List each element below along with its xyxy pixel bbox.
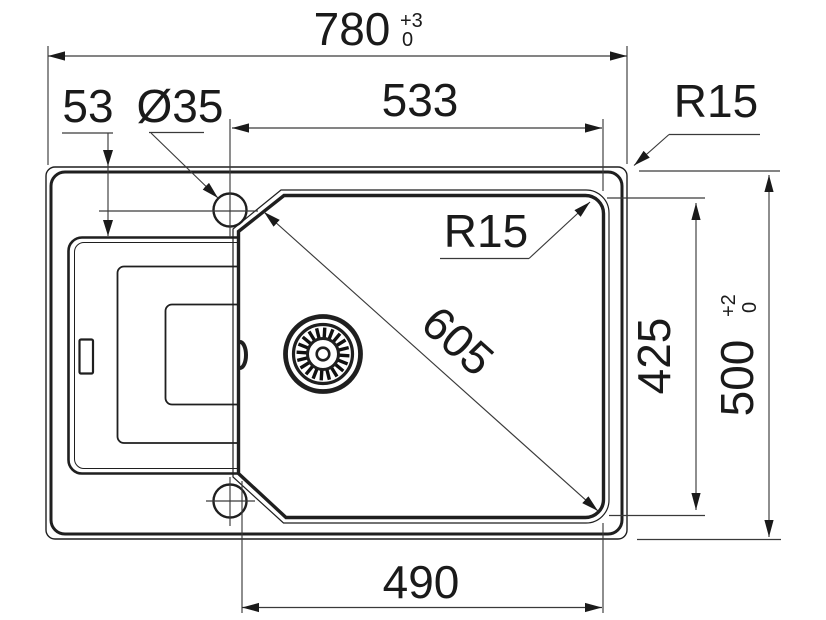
drain-spoke [338, 345, 350, 352]
dim-o35-label: Ø35 [137, 80, 224, 132]
drain-spoke [304, 365, 314, 376]
dim-605-line [263, 211, 599, 512]
dim-overall-width: 780 +3 0 [47, 3, 628, 165]
counter-inner-edge [49, 170, 624, 536]
dim-53-arrow-top [103, 150, 113, 166]
dim-bowl-depth: 425 [607, 197, 705, 517]
counter-outer-edge [45, 166, 628, 540]
dim-500-tol-plus: +2 [718, 294, 740, 317]
drain-spoke [299, 361, 310, 370]
drain-spokes [296, 327, 350, 381]
drainboard [67, 236, 240, 475]
dim-53-arrow-bottom [103, 220, 113, 236]
dim-tap-hole: Ø35 [137, 80, 224, 199]
dim-bowl-radius: R15 [440, 201, 591, 260]
drainboard-outer-edge [67, 236, 240, 475]
counter-outline [45, 166, 628, 540]
dim-r15-bowl-label: R15 [444, 205, 528, 257]
drainboard-slot [78, 338, 95, 375]
bowl-outline [232, 189, 610, 524]
drain-spoke [314, 327, 321, 339]
drainboard-step-middle [116, 265, 240, 444]
dim-780-tol-minus: 0 [402, 29, 413, 51]
bowl-outer-rim [232, 189, 610, 524]
drain-spoke [339, 353, 350, 358]
dim-53-label: 53 [62, 80, 113, 132]
dim-bowl-width: 533 [229, 74, 604, 237]
drain-spoke [336, 338, 347, 347]
drain-spoke [311, 368, 319, 380]
drain-spoke [332, 332, 342, 343]
dim-o35-leader-arrow [150, 132, 219, 199]
dim-780-tol-plus: +3 [400, 10, 423, 32]
drain-spoke [319, 370, 324, 381]
dim-500-label: 500 [711, 340, 763, 417]
dim-533-label: 533 [382, 74, 459, 126]
drain-spoke [307, 330, 316, 341]
bowl-rim-detail [239, 340, 248, 370]
tap-hole-top [99, 192, 258, 228]
drain-spoke [301, 335, 312, 345]
dim-r15-outer-leader-arrow [633, 134, 670, 166]
drain-spoke [296, 356, 308, 363]
dim-500-tol-minus: 0 [739, 302, 761, 313]
dim-outer-radius: R15 [633, 75, 760, 166]
dim-bowl-diagonal: 605 [263, 211, 599, 512]
dim-r15-outer-label: R15 [674, 75, 758, 127]
drain-center [315, 346, 331, 362]
drainboard-inner-rim [74, 242, 240, 469]
drain-spoke [337, 358, 349, 366]
drain-outer-ring [283, 314, 363, 394]
dim-overall-depth: 500 +2 0 [637, 170, 781, 541]
drain-spoke [322, 327, 327, 338]
drain-spoke [327, 328, 335, 340]
dim-r15-bowl-leader-arrow [528, 201, 591, 259]
dim-490-label: 490 [383, 556, 460, 608]
dim-425-label: 425 [628, 318, 680, 395]
dim-bowl-bottom-width: 490 [241, 481, 604, 613]
drain-icon [283, 314, 363, 394]
drain-spoke [330, 367, 339, 378]
drainboard-step-inner [164, 303, 240, 406]
drain-spoke [296, 350, 307, 355]
bowl-inner-edge [236, 193, 606, 520]
dim-605-label: 605 [412, 296, 504, 386]
drain-spoke [297, 342, 309, 350]
dim-edge-offset: 53 [62, 80, 114, 236]
drain-spoke [325, 369, 332, 381]
tap-hole-bottom [206, 477, 255, 526]
drain-spoke [334, 363, 345, 373]
dim-780-label: 780 [314, 3, 391, 55]
drain-inner-ring [306, 337, 340, 371]
